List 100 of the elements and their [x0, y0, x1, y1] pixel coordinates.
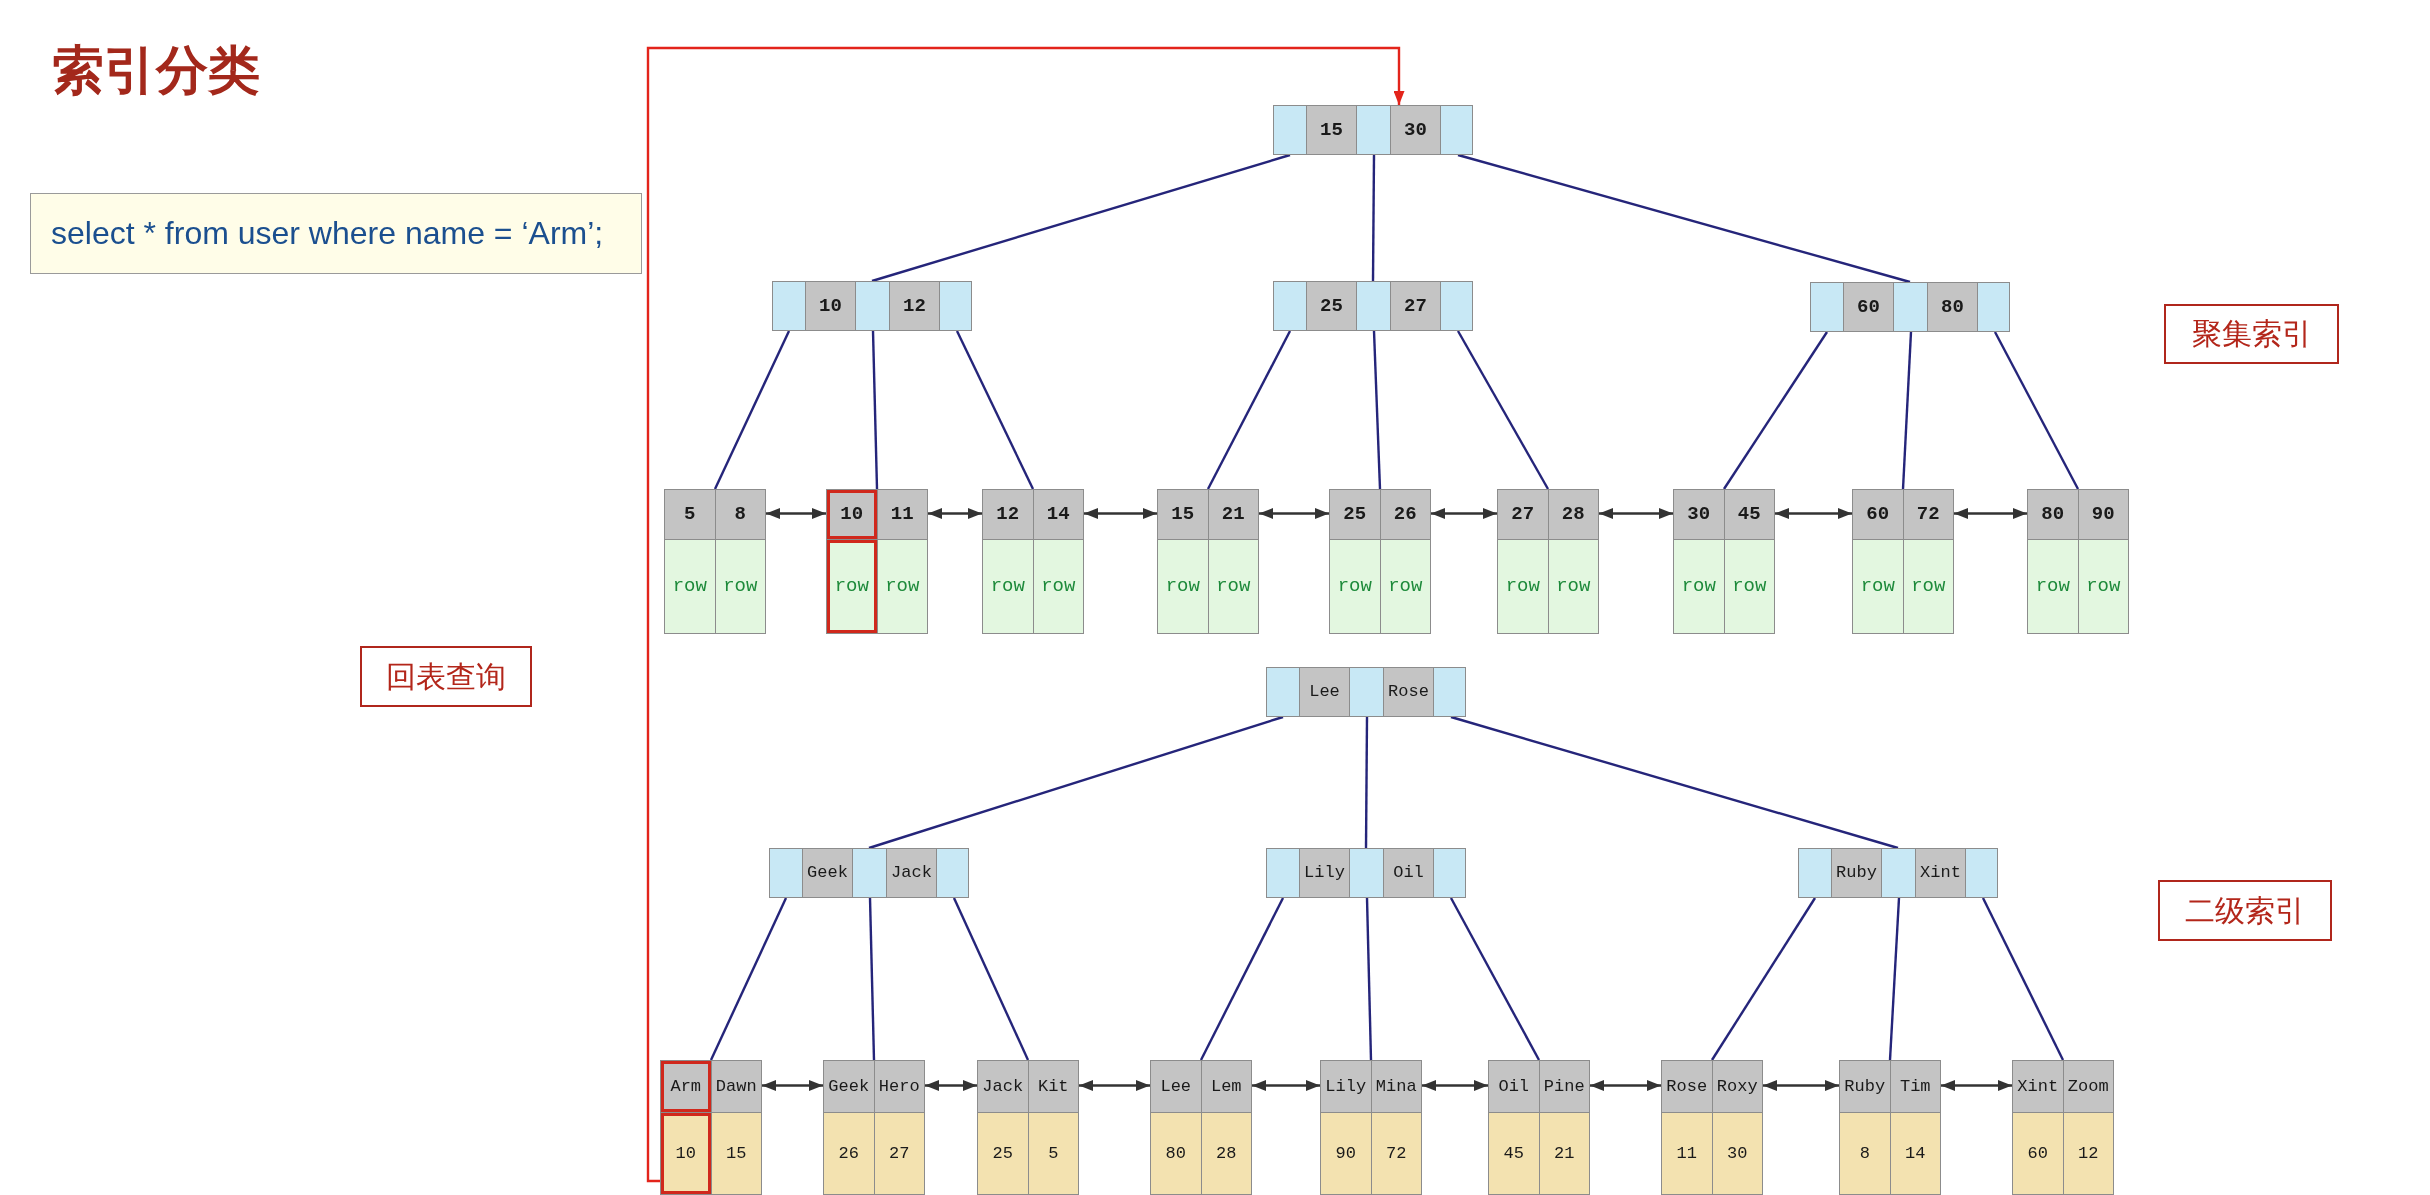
- leaf-node: [1852, 489, 1954, 634]
- branch-line: [952, 897, 1030, 1061]
- leaf-node: [1673, 489, 1775, 634]
- leaf-node: [1320, 1060, 1422, 1195]
- primary-key-value: 80: [1151, 1113, 1202, 1194]
- row-data: row: [1724, 540, 1774, 633]
- index-key: 27: [1390, 282, 1441, 330]
- leaf-node: [977, 1060, 1079, 1195]
- index-key: Rose: [1662, 1061, 1713, 1112]
- index-key: Kit: [1028, 1061, 1078, 1112]
- index-key: 10: [805, 282, 856, 330]
- leaf-node: [1839, 1060, 1941, 1195]
- row-data: row: [827, 540, 878, 633]
- index-key: 80: [1927, 283, 1978, 331]
- branch-line: [1723, 331, 1828, 490]
- index-key: 60: [1843, 283, 1894, 331]
- double-arrow: [1590, 1080, 1661, 1091]
- leaf-node: [823, 1060, 925, 1195]
- leaf-node: [2012, 1060, 2114, 1195]
- double-arrow: [1084, 508, 1157, 519]
- index-key: Rose: [1383, 668, 1434, 716]
- branch-line: [1457, 153, 1911, 284]
- index-key: 12: [889, 282, 940, 330]
- index-key: 27: [1498, 490, 1549, 539]
- primary-key-value: 15: [711, 1113, 761, 1194]
- index-node: [1798, 848, 1998, 898]
- row-data: row: [665, 540, 716, 633]
- index-key: Arm: [661, 1061, 712, 1112]
- index-node: [1273, 281, 1473, 331]
- row-data: row: [2078, 540, 2128, 633]
- index-key: 21: [1208, 490, 1258, 539]
- leaf-node: [982, 489, 1084, 634]
- row-data: row: [1903, 540, 1953, 633]
- index-key: 25: [1330, 490, 1381, 539]
- primary-key-value: 90: [1321, 1113, 1372, 1194]
- index-key: Geek: [824, 1061, 875, 1112]
- row-data: row: [877, 540, 927, 633]
- index-key: 15: [1306, 106, 1357, 154]
- index-key: Lee: [1299, 668, 1350, 716]
- primary-key-value: 72: [1371, 1113, 1421, 1194]
- double-arrow: [766, 508, 826, 519]
- page-title: 索引分类: [52, 42, 260, 100]
- branch-line: [1372, 330, 1382, 490]
- double-arrow: [1763, 1080, 1839, 1091]
- primary-key-value: 28: [1201, 1113, 1251, 1194]
- double-arrow: [1954, 508, 2027, 519]
- index-key: 12: [983, 490, 1034, 539]
- arrow: [646, 46, 1405, 1183]
- branch-line: [955, 330, 1035, 490]
- index-key: 5: [665, 490, 716, 539]
- index-key: Geek: [802, 849, 853, 897]
- index-key: Oil: [1489, 1061, 1540, 1112]
- primary-key-value: 27: [874, 1113, 924, 1194]
- leaf-node: [1661, 1060, 1763, 1195]
- index-key: Jack: [978, 1061, 1029, 1112]
- double-arrow: [1422, 1080, 1488, 1091]
- leaf-node: [664, 489, 766, 634]
- branch-line: [868, 897, 876, 1061]
- double-arrow: [1259, 508, 1329, 519]
- index-key: 90: [2078, 490, 2128, 539]
- primary-key-value: 11: [1662, 1113, 1713, 1194]
- index-key: 26: [1380, 490, 1430, 539]
- primary-key-value: 14: [1890, 1113, 1940, 1194]
- branch-line: [713, 330, 791, 490]
- branch-line: [1993, 331, 2080, 490]
- index-key: Tim: [1890, 1061, 1940, 1112]
- branch-line: [1206, 330, 1292, 490]
- index-node: [769, 848, 969, 898]
- primary-key-value: 60: [2013, 1113, 2064, 1194]
- index-key: Lem: [1201, 1061, 1251, 1112]
- leaf-node: [826, 489, 928, 634]
- index-key: Ruby: [1831, 849, 1882, 897]
- index-key: Zoom: [2063, 1061, 2113, 1112]
- branch-line: [1456, 330, 1550, 490]
- leaf-node: [1157, 489, 1259, 634]
- index-key: Mina: [1371, 1061, 1421, 1112]
- branch-line: [709, 897, 788, 1061]
- index-key: Xint: [1915, 849, 1966, 897]
- index-key: 25: [1306, 282, 1357, 330]
- row-data: row: [1033, 540, 1083, 633]
- branch-line: [1199, 897, 1285, 1061]
- index-key: 60: [1853, 490, 1904, 539]
- index-key: Oil: [1383, 849, 1434, 897]
- branch-line: [868, 715, 1284, 850]
- primary-key-value: 45: [1489, 1113, 1540, 1194]
- leaf-node: [1329, 489, 1431, 634]
- double-arrow: [1431, 508, 1497, 519]
- double-arrow: [1079, 1080, 1150, 1091]
- index-key: 15: [1158, 490, 1209, 539]
- index-node: [772, 281, 972, 331]
- leaf-node: [2027, 489, 2129, 634]
- index-key: Dawn: [711, 1061, 761, 1112]
- double-arrow: [928, 508, 982, 519]
- caption-box: 回表查询: [360, 646, 532, 707]
- index-key: 8: [715, 490, 765, 539]
- index-key: 14: [1033, 490, 1083, 539]
- branch-line: [1711, 897, 1816, 1061]
- branch-line: [1450, 715, 1899, 850]
- branch-line: [1901, 331, 1913, 490]
- branch-line: [871, 330, 879, 490]
